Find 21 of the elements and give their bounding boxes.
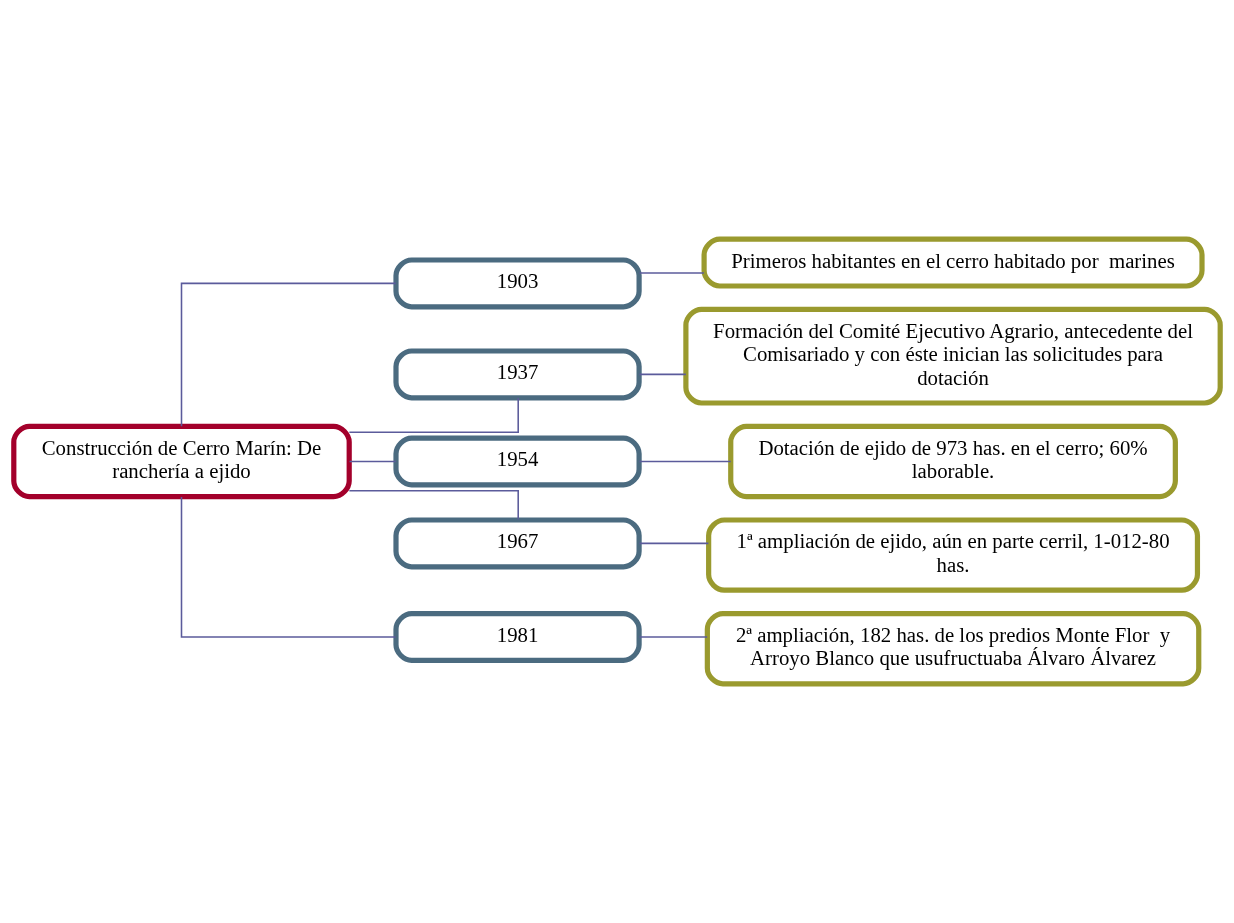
node-box: Construcción de Cerro Marín: De ranchería a ejido — [11, 423, 352, 500]
connector — [348, 397, 519, 434]
node-box: Dotación de ejido de 973 has. en el cerro; 60% laborable. — [728, 423, 1178, 500]
node-box: 1967 — [393, 517, 642, 570]
node-box: 1937 — [393, 348, 642, 401]
connector — [180, 282, 397, 428]
connector — [638, 636, 708, 638]
connector — [638, 272, 705, 274]
connector — [638, 373, 687, 376]
node-box: 1981 — [393, 611, 642, 663]
node-box: 2ª ampliación, 182 has. de los predios Monte Flor y Arroyo Blanco que usufructuaba Álvaro Álvarez — [704, 611, 1202, 687]
node-box: 1954 — [393, 435, 642, 488]
connector — [348, 489, 519, 521]
connector — [638, 542, 710, 545]
connector — [348, 460, 397, 463]
connector — [180, 496, 397, 638]
connector — [638, 460, 732, 463]
node-box: 1ª ampliación de ejido, aún en parte cerril, 1-012-80 has. — [706, 517, 1201, 593]
node-box: Primeros habitantes en el cerro habitado por marines — [701, 236, 1205, 289]
node-box: Formación del Comité Ejecutivo Agrario, antecedente del Comisariado y con éste inician las solicitudes para dotación — [683, 306, 1223, 406]
node-box: 1903 — [393, 257, 642, 310]
